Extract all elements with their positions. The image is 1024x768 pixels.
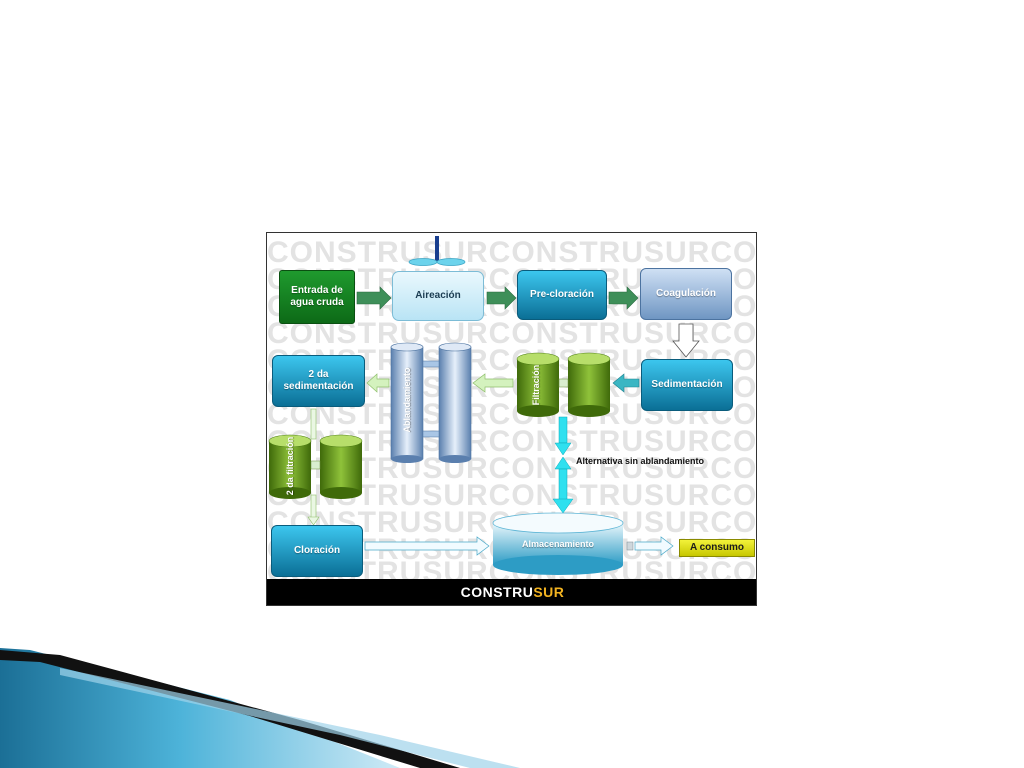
flow-arrow	[364, 536, 490, 556]
brand-text-accent: SUR	[533, 584, 565, 600]
node-cloracion: Cloración	[271, 525, 363, 577]
brand-text-main: CONSTRU	[460, 584, 534, 600]
brand-logo: CONSTRUSUR	[461, 584, 565, 600]
flow-arrow	[608, 286, 639, 310]
watermark-row: CONSTRUSURCONSTRUSURCONSTRUSUR	[267, 238, 757, 268]
node-label: Entrada de agua cruda	[290, 285, 344, 308]
flow-arrow	[356, 286, 392, 310]
node-label: A consumo	[689, 542, 745, 553]
node-consumo: A consumo	[679, 539, 755, 557]
node-filtracion-label: Filtración	[531, 364, 541, 406]
flow-arrow	[472, 373, 514, 393]
node-segunda-filtracion-label: 2 da filtración	[285, 436, 295, 496]
node-label: Coagulación	[655, 288, 716, 299]
flow-arrow	[672, 323, 700, 358]
node-sedimentacion: Sedimentación	[641, 359, 733, 411]
diagram-graphics	[268, 236, 700, 575]
node-label: Pre-cloración	[530, 289, 594, 300]
node-aireacion: Aireación	[392, 271, 484, 321]
softening-columns	[390, 342, 472, 463]
node-label: 2 da sedimentación	[283, 369, 354, 392]
alternative-path	[552, 416, 574, 514]
node-ablandamiento-label: Ablandamiento	[402, 367, 412, 433]
flow-arrow	[486, 286, 517, 310]
aerator-sprinkler-icon	[408, 236, 466, 266]
alternative-label: Alternativa sin ablandamiento	[576, 456, 705, 466]
node-label: Sedimentación	[651, 379, 723, 390]
node-label: Cloración	[293, 545, 341, 556]
node-segunda-sedimentacion: 2 da sedimentación	[272, 355, 365, 407]
flow-arrow	[626, 536, 674, 556]
brand-footer: CONSTRUSUR	[267, 579, 756, 605]
node-coagulacion: Coagulación	[640, 268, 732, 320]
node-precloracion: Pre-cloración	[517, 270, 607, 320]
flow-connector	[307, 408, 320, 526]
storage-tank	[492, 512, 624, 575]
node-entrada: Entrada de agua cruda	[279, 270, 355, 324]
filtration-tanks	[516, 352, 611, 417]
second-filtration-tanks	[268, 434, 363, 499]
flow-arrow	[366, 373, 390, 393]
node-label: Aireación	[415, 290, 461, 301]
treatment-flow-diagram: CONSTRUSURCONSTRUSURCONSTRUSUR CONSTRUSU…	[266, 232, 757, 606]
flow-arrow	[612, 373, 640, 393]
node-almacenamiento-label: Almacenamiento	[521, 539, 595, 549]
